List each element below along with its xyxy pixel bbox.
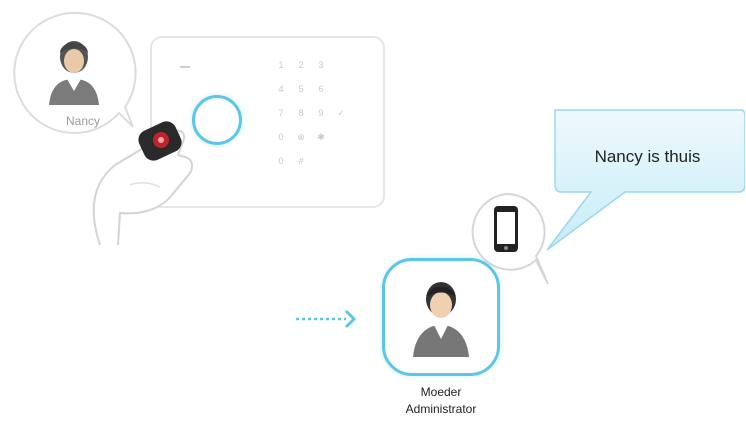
alarm-keypad-panel: 1 2 3 4 5 6 7 8 9 ✓ 0 ⊗ ✱ 0 # [150,36,385,208]
notification-callout [546,109,745,251]
keypad-key: 2 [298,60,304,70]
keypad-key: # [298,156,304,166]
keypad-key: ⊗ [297,132,305,142]
hand-with-tag-icon [92,121,194,245]
keypad-key: 3 [318,60,324,70]
smartphone-icon [494,206,518,252]
keypad-indicator [180,66,190,68]
notification-text: Nancy is thuis [594,147,701,166]
keypad-key: 5 [298,84,304,94]
rfid-reader-ring [192,95,242,145]
keypad-key: 8 [298,108,304,118]
nancy-user-bubble: Nancy [9,9,139,139]
keypad-key: ✓ [337,108,345,118]
keypad-key: 4 [278,84,284,94]
keypad-key: 7 [278,108,284,118]
admin-user-card [382,258,500,376]
keypad-key: 6 [318,84,324,94]
keypad-key: 9 [318,108,324,118]
dotted-arrow-icon [296,309,357,329]
user-avatar-icon [413,282,469,357]
user-avatar-icon [49,41,99,105]
keypad-key: ✱ [317,132,325,142]
admin-role-label: Moeder [420,385,462,399]
admin-title-label: Administrator [405,402,477,416]
phone-bubble [471,192,549,285]
keypad-key: 0 [278,132,284,142]
keypad-key: 0 [278,156,284,166]
nancy-name-label: Nancy [65,114,100,128]
keypad-key: 1 [278,60,284,70]
rfid-tag-icon [138,121,182,161]
